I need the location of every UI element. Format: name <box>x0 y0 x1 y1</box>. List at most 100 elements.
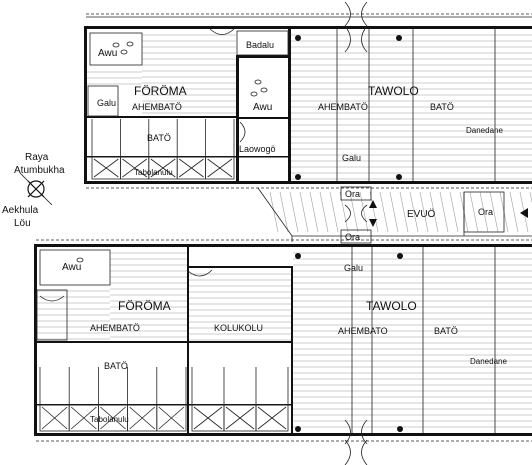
storage-cell <box>205 156 235 180</box>
door-swing-icon <box>239 121 246 143</box>
column-dot-icon <box>295 253 301 259</box>
awu-symbols <box>76 41 268 263</box>
floor-plank-line <box>279 191 289 233</box>
floor-plank-line <box>529 191 532 204</box>
floor-plank-line <box>299 191 309 233</box>
column-dot-icon <box>295 174 301 180</box>
floor-plank-line <box>193 406 223 430</box>
floor-plank-line <box>439 191 449 233</box>
label-foroma-upper: FÖRÖMA <box>134 84 187 98</box>
floor-plank-line <box>289 191 299 233</box>
entrance-arrow-icon <box>369 200 377 208</box>
label-ahembato-upper: AHEMBATÖ <box>132 102 182 112</box>
floor-plank-line <box>158 406 185 430</box>
lower-house <box>34 239 532 442</box>
floor-plank-line <box>359 191 369 233</box>
entrance-arrow-icon <box>369 219 377 227</box>
label-bato-upper-left: BATÖ <box>147 133 171 143</box>
door-swing-icon <box>209 28 235 35</box>
label-badalu: Badalu <box>246 40 274 50</box>
floor-plank-line <box>129 406 156 430</box>
label-ora-top: Ora <box>345 189 360 199</box>
floor-plank-line <box>100 406 126 430</box>
label-bato-upper-right: BATÖ <box>430 102 454 112</box>
label-tabolanulu-lower: Tabolanulu <box>90 415 129 424</box>
column-dot-icon <box>396 174 402 180</box>
column-dot-icon <box>397 253 403 259</box>
label-ahembato-lower-right: AHEMBATO <box>338 326 388 336</box>
label-danedane-lower: Danedane <box>470 357 507 366</box>
floor-plank-line <box>399 191 409 233</box>
evuo-passage <box>257 186 532 244</box>
column-dot-icon <box>295 426 301 432</box>
floor-plank-line <box>225 406 255 430</box>
room-labels: Awu Badalu FÖRÖMA AHEMBATÖ Galu Awu TAWO… <box>2 40 507 424</box>
floor-plank-line <box>429 191 439 233</box>
door-swing-icon <box>186 269 213 277</box>
floor-plank-line <box>329 191 339 233</box>
compass-icon <box>19 172 53 206</box>
floor-plank-line <box>269 191 279 233</box>
door-swing-icon <box>344 419 368 445</box>
label-ora-bottom: Ora <box>345 232 360 242</box>
door-swing-icon <box>344 439 368 465</box>
label-atumbukha: Atumbukha <box>14 165 65 176</box>
storage-cell <box>255 404 289 432</box>
label-ora-right: Ora <box>478 207 493 217</box>
label-awu-center: Awu <box>253 102 272 113</box>
entrance-markers <box>369 200 528 227</box>
storage-cell <box>156 404 187 432</box>
column-dot-icon <box>396 35 402 41</box>
label-tawolo-lower: TAWOLO <box>366 299 417 313</box>
door-swing-icon <box>344 204 368 223</box>
label-kolukolu: KOLUKOLU <box>214 323 263 333</box>
label-lou: Löu <box>14 218 31 229</box>
floor-planks <box>37 34 532 428</box>
entrance-arrow-icon <box>520 208 528 218</box>
column-dots <box>295 35 403 432</box>
floor-plank-line <box>93 158 119 178</box>
floor-plank-line <box>309 191 319 233</box>
column-dot-icon <box>397 426 403 432</box>
floor-plank-line <box>41 406 68 430</box>
floor-plank-line <box>389 191 399 233</box>
floor-plank-line <box>319 191 329 233</box>
floor-plank-line <box>178 158 204 178</box>
floor-plank-line <box>150 158 176 178</box>
label-awu-upper: Awu <box>98 48 117 59</box>
door-swing-icon <box>39 295 65 302</box>
floor-plank-line <box>419 191 429 233</box>
label-bato-lower: BATÖ <box>104 361 128 371</box>
floor-plank-line <box>449 191 459 233</box>
label-laowogo: Laowogö <box>239 144 276 154</box>
column-dot-icon <box>295 35 301 41</box>
label-galu-upper: Galu <box>97 98 116 108</box>
label-tabolanulu-upper: Tabolanulu <box>134 168 173 177</box>
label-awu-lower: Awu <box>62 262 81 273</box>
floor-plank-line <box>349 191 359 233</box>
floor-plank-line <box>379 191 389 233</box>
door-swings <box>39 1 368 465</box>
label-evuo: EVUÖ <box>407 208 436 220</box>
floor-plank-line <box>469 191 479 233</box>
floor-plank-line <box>409 191 419 233</box>
label-ahembato-lower: AHEMBATÖ <box>90 323 140 333</box>
floor-plank-line <box>489 191 499 233</box>
label-ahembato-upper-right: AHEMBATÖ <box>318 102 368 112</box>
door-swing-icon <box>344 1 368 27</box>
label-raya: Raya <box>25 152 49 163</box>
door-swing-icon <box>344 25 368 53</box>
floor-plank-line <box>70 406 97 430</box>
label-galu-lower: Galu <box>344 263 363 273</box>
label-aekhula: Aekhula <box>2 205 39 216</box>
floor-plank-line <box>122 158 148 178</box>
label-tawolo-upper: TAWOLO <box>368 84 419 98</box>
floor-plank-line <box>207 158 233 178</box>
label-danedane-upper: Danedane <box>466 126 503 135</box>
floor-plank-line <box>479 191 489 233</box>
label-galu-door: Galu <box>342 153 361 163</box>
label-foroma-lower: FÖRÖMA <box>118 299 171 313</box>
upper-house <box>84 13 532 189</box>
floor-plank-line <box>257 406 287 430</box>
